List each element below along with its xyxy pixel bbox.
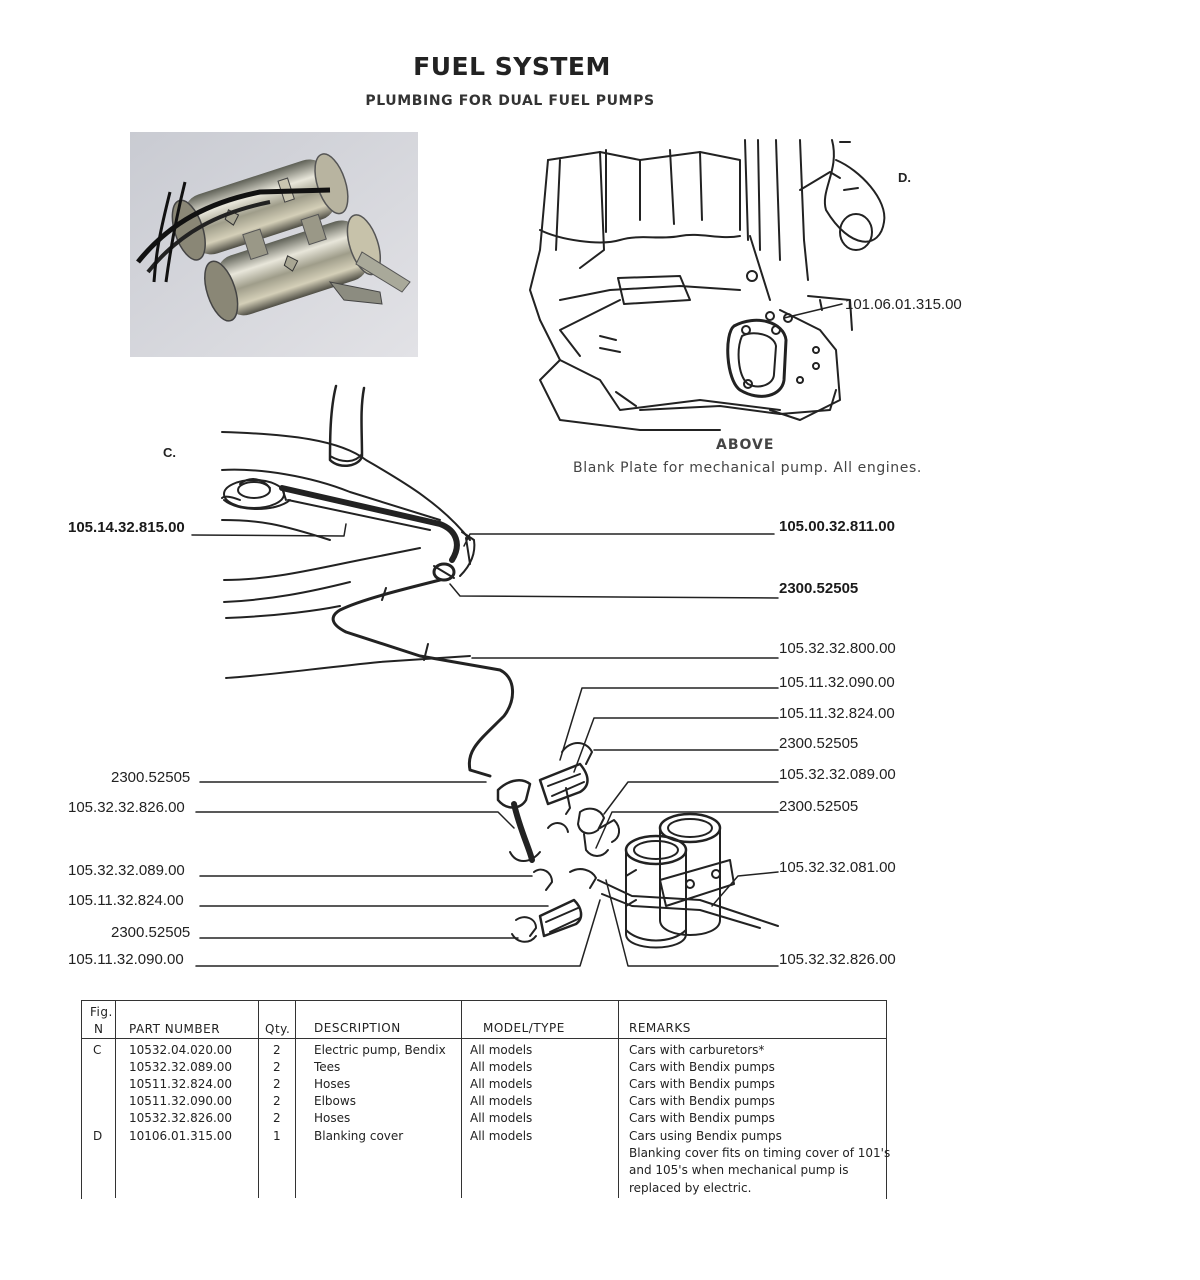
fuel-plumbing-diagram (191, 139, 886, 967)
pump-assembly-drawing (496, 742, 779, 949)
callout-left-3: 105.32.32.826.00 (68, 799, 185, 816)
table-row: 10511.32.090.00 2 Elbows All models Cars… (129, 1094, 775, 1108)
figure-c-label: C. (163, 445, 176, 460)
callout-right-1: 105.00.32.811.00 (779, 518, 895, 535)
header-qty: Qty. (265, 1022, 291, 1036)
remarks-note-line: and 105's when mechanical pump is (629, 1163, 849, 1177)
callout-right-10: 105.32.32.826.00 (779, 951, 896, 968)
callout-right-2: 2300.52505 (779, 580, 859, 597)
remarks-note-line: Blanking cover fits on timing cover of 1… (629, 1146, 891, 1160)
header-description: DESCRIPTION (314, 1021, 401, 1035)
fuel-tank-drawing (221, 384, 514, 778)
callout-left-4: 105.32.32.089.00 (68, 862, 185, 879)
callout-left-7: 105.11.32.090.00 (68, 951, 184, 968)
table-row: 10532.32.089.00 2 Tees All models Cars w… (129, 1060, 775, 1074)
callout-blanking-cover: 101.06.01.315.00 (845, 296, 962, 313)
callout-left-6: 2300.52505 (111, 924, 191, 941)
callout-right-9: 105.32.32.081.00 (779, 859, 896, 876)
callout-right-7: 105.32.32.089.00 (779, 766, 896, 783)
table-row: 10511.32.824.00 2 Hoses All models Cars … (129, 1077, 775, 1091)
callout-right-4: 105.11.32.090.00 (779, 674, 895, 691)
engine-block-drawing (529, 139, 886, 431)
callout-left-2: 2300.52505 (111, 769, 191, 786)
page-subtitle: PLUMBING FOR DUAL FUEL PUMPS (365, 93, 655, 109)
header-fig: Fig. (90, 1005, 113, 1019)
header-remarks: REMARKS (629, 1021, 691, 1035)
leader-lines-left (191, 523, 601, 967)
callout-right-6: 2300.52505 (779, 735, 859, 752)
page-title: FUEL SYSTEM (413, 52, 611, 81)
header-model-type: MODEL/TYPE (483, 1021, 565, 1035)
table-row: C 10532.04.020.00 2 Electric pump, Bendi… (93, 1043, 765, 1057)
parts-table: Fig. N PART NUMBER Qty. DESCRIPTION MODE… (81, 1000, 891, 1199)
table-row: D 10106.01.315.00 1 Blanking cover All m… (93, 1129, 782, 1143)
callout-right-3: 105.32.32.800.00 (779, 640, 896, 657)
table-row: 10532.32.826.00 2 Hoses All models Cars … (129, 1111, 775, 1125)
above-heading: ABOVE (716, 437, 775, 453)
dual-fuel-pump-photo (130, 132, 418, 357)
callout-right-8: 2300.52505 (779, 798, 859, 815)
leader-lines-right (449, 533, 779, 967)
header-n: N (94, 1022, 104, 1036)
callout-left-5: 105.11.32.824.00 (68, 892, 184, 909)
remarks-note-line: replaced by electric. (629, 1181, 752, 1195)
above-caption: Blank Plate for mechanical pump. All eng… (573, 460, 922, 476)
figure-d-label: D. (898, 170, 911, 185)
callout-right-5: 105.11.32.824.00 (779, 705, 895, 722)
callout-left-1: 105.14.32.815.00 (68, 519, 185, 536)
header-part-number: PART NUMBER (129, 1022, 221, 1036)
